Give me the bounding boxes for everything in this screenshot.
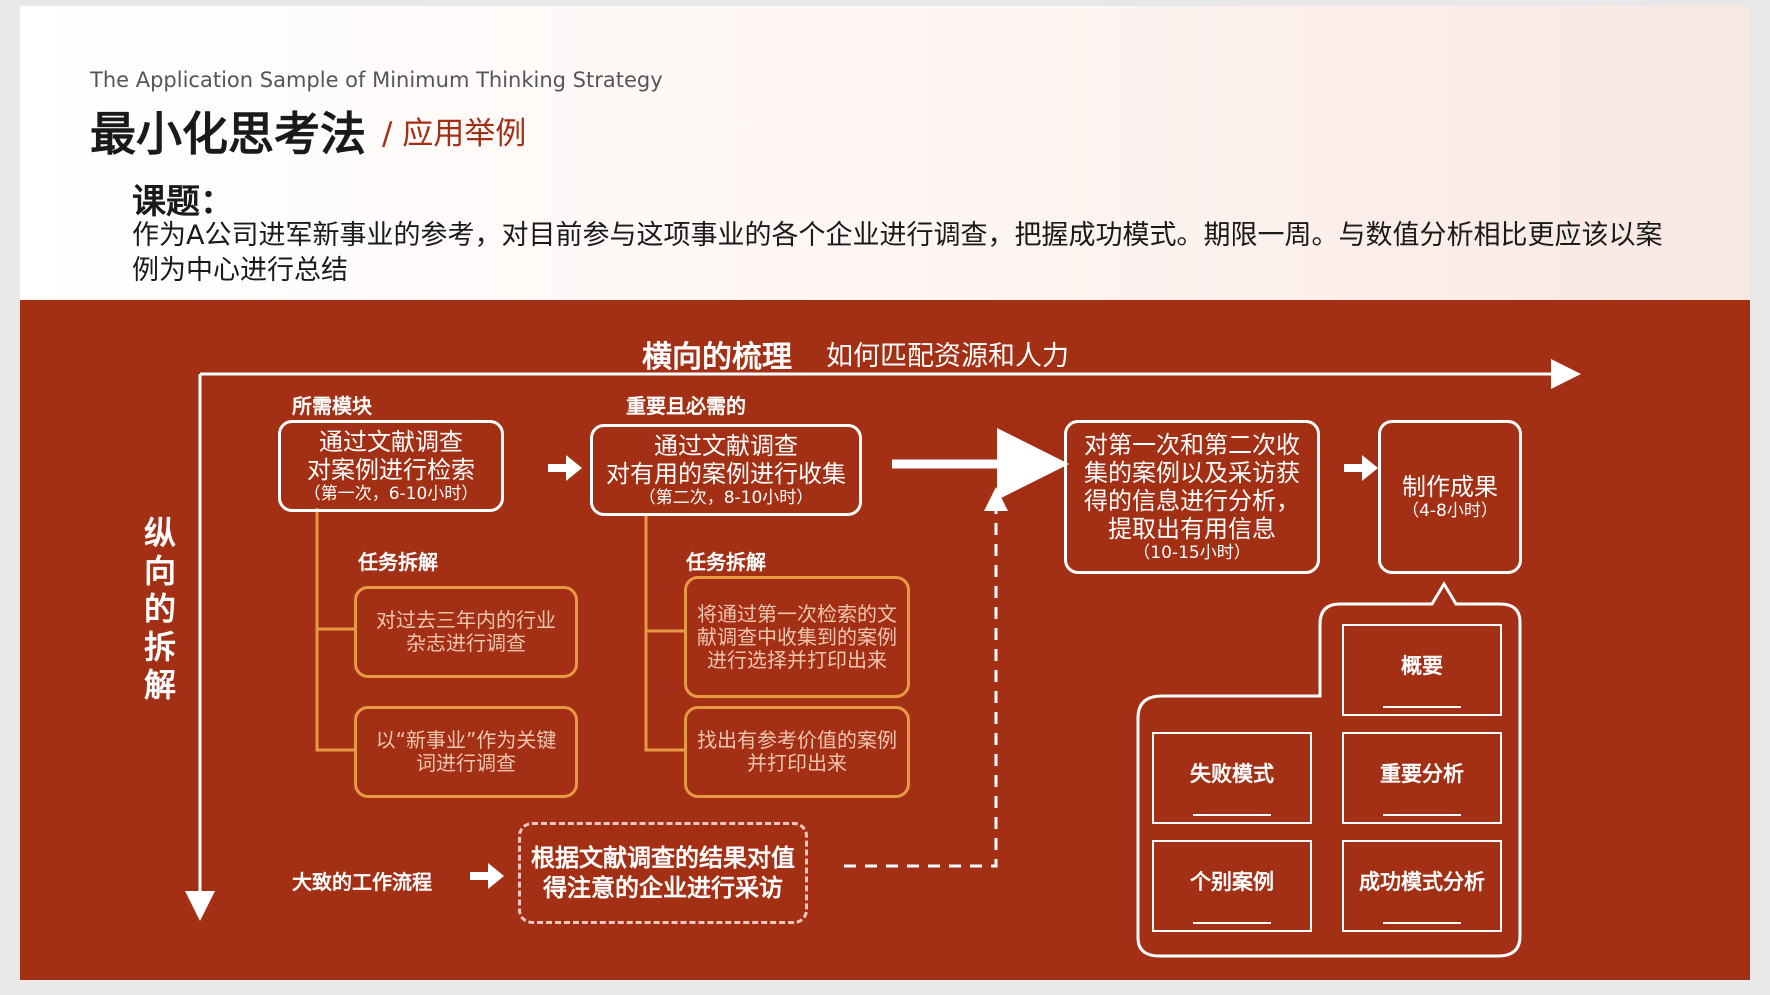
- step1-label: 所需模块: [292, 394, 372, 418]
- section-individual-cases-label: 个别案例: [1190, 870, 1274, 894]
- step2-line2: 对有用的案例进行收集: [606, 460, 846, 488]
- english-title: The Application Sample of Minimum Thinki…: [90, 68, 663, 92]
- diagram-connectors: [185, 359, 1581, 958]
- page-title: 最小化思考法: [90, 107, 366, 161]
- step1-hours: （第一次，6-10小时）: [303, 484, 479, 504]
- step4-hours: （4-8小时）: [1402, 501, 1498, 521]
- step2-task-tree: [644, 514, 684, 752]
- dashed-feedback-path: [844, 487, 1008, 868]
- step2-task-label: 任务拆解: [686, 550, 766, 574]
- diagram-band: [20, 300, 1750, 980]
- step2-label: 重要且必需的: [626, 394, 746, 418]
- section-overview-line: [1383, 706, 1461, 708]
- vertical-axis-title: 纵向的拆解: [143, 514, 176, 704]
- step2-task-1: 将通过第一次检索的文献调查中收集到的案例进行选择并打印出来: [684, 576, 910, 698]
- step2-line1: 通过文献调查: [654, 432, 798, 460]
- page-subtitle: / 应用举例: [382, 116, 527, 152]
- step3-box: 对第一次和第二次收集的案例以及采访获得的信息进行分析，提取出有用信息 （10-1…: [1064, 420, 1320, 574]
- section-key-analysis-label: 重要分析: [1380, 762, 1464, 786]
- step1-task-tree: [315, 508, 354, 752]
- step1-line2: 对案例进行检索: [307, 456, 475, 484]
- arrow-step3-to-step4: [1344, 455, 1378, 481]
- section-failure-patterns-line: [1193, 814, 1271, 816]
- step3-text: 对第一次和第二次收集的案例以及采访获得的信息进行分析，提取出有用信息: [1084, 431, 1300, 543]
- step2-hours: （第二次，8-10小时）: [638, 488, 814, 508]
- step2-box: 通过文献调查 对有用的案例进行收集 （第二次，8-10小时）: [590, 424, 862, 516]
- slide: The Application Sample of Minimum Thinki…: [20, 6, 1750, 980]
- horizontal-axis-title: 横向的梳理: [642, 340, 792, 375]
- arrow-step1-to-step2: [548, 455, 582, 481]
- arrow-workflow: [470, 863, 504, 889]
- step3-hours: （10-15小时）: [1133, 543, 1251, 563]
- section-failure-patterns: 失败模式: [1152, 732, 1312, 824]
- section-overview-label: 概要: [1401, 654, 1443, 678]
- step1-box: 通过文献调查 对案例进行检索 （第一次，6-10小时）: [278, 420, 504, 512]
- section-success-pattern-analysis: 成功模式分析: [1342, 840, 1502, 932]
- step1-task-2: 以“新事业”作为关键词进行调查: [354, 706, 578, 798]
- step1-task-1: 对过去三年内的行业杂志进行调查: [354, 586, 578, 678]
- section-key-analysis-line: [1383, 814, 1461, 816]
- section-failure-patterns-label: 失败模式: [1190, 762, 1274, 786]
- topic-label: 课题：: [132, 182, 234, 222]
- workflow-label: 大致的工作流程: [292, 870, 432, 894]
- output-group-outline: [1136, 581, 1522, 958]
- section-individual-cases-line: [1193, 922, 1271, 924]
- step1-line1: 通过文献调查: [319, 428, 463, 456]
- section-success-pattern-analysis-label: 成功模式分析: [1359, 870, 1485, 894]
- step1-task-label: 任务拆解: [358, 550, 438, 574]
- horizontal-axis-subtitle: 如何匹配资源和人力: [826, 341, 1069, 372]
- section-success-pattern-analysis-line: [1383, 922, 1461, 924]
- header-area: The Application Sample of Minimum Thinki…: [20, 6, 1750, 300]
- step4-box: 制作成果 （4-8小时）: [1378, 420, 1522, 574]
- section-key-analysis: 重要分析: [1342, 732, 1502, 824]
- step2-task-2: 找出有参考价值的案例并打印出来: [684, 706, 910, 798]
- step4-text: 制作成果: [1402, 473, 1498, 501]
- section-individual-cases: 个别案例: [1152, 840, 1312, 932]
- section-overview: 概要: [1342, 624, 1502, 716]
- topic-text: 作为A公司进军新事业的参考，对目前参与这项事业的各个企业进行调查，把握成功模式。…: [132, 220, 1663, 286]
- interview-box: 根据文献调查的结果对值得注意的企业进行采访: [518, 822, 808, 924]
